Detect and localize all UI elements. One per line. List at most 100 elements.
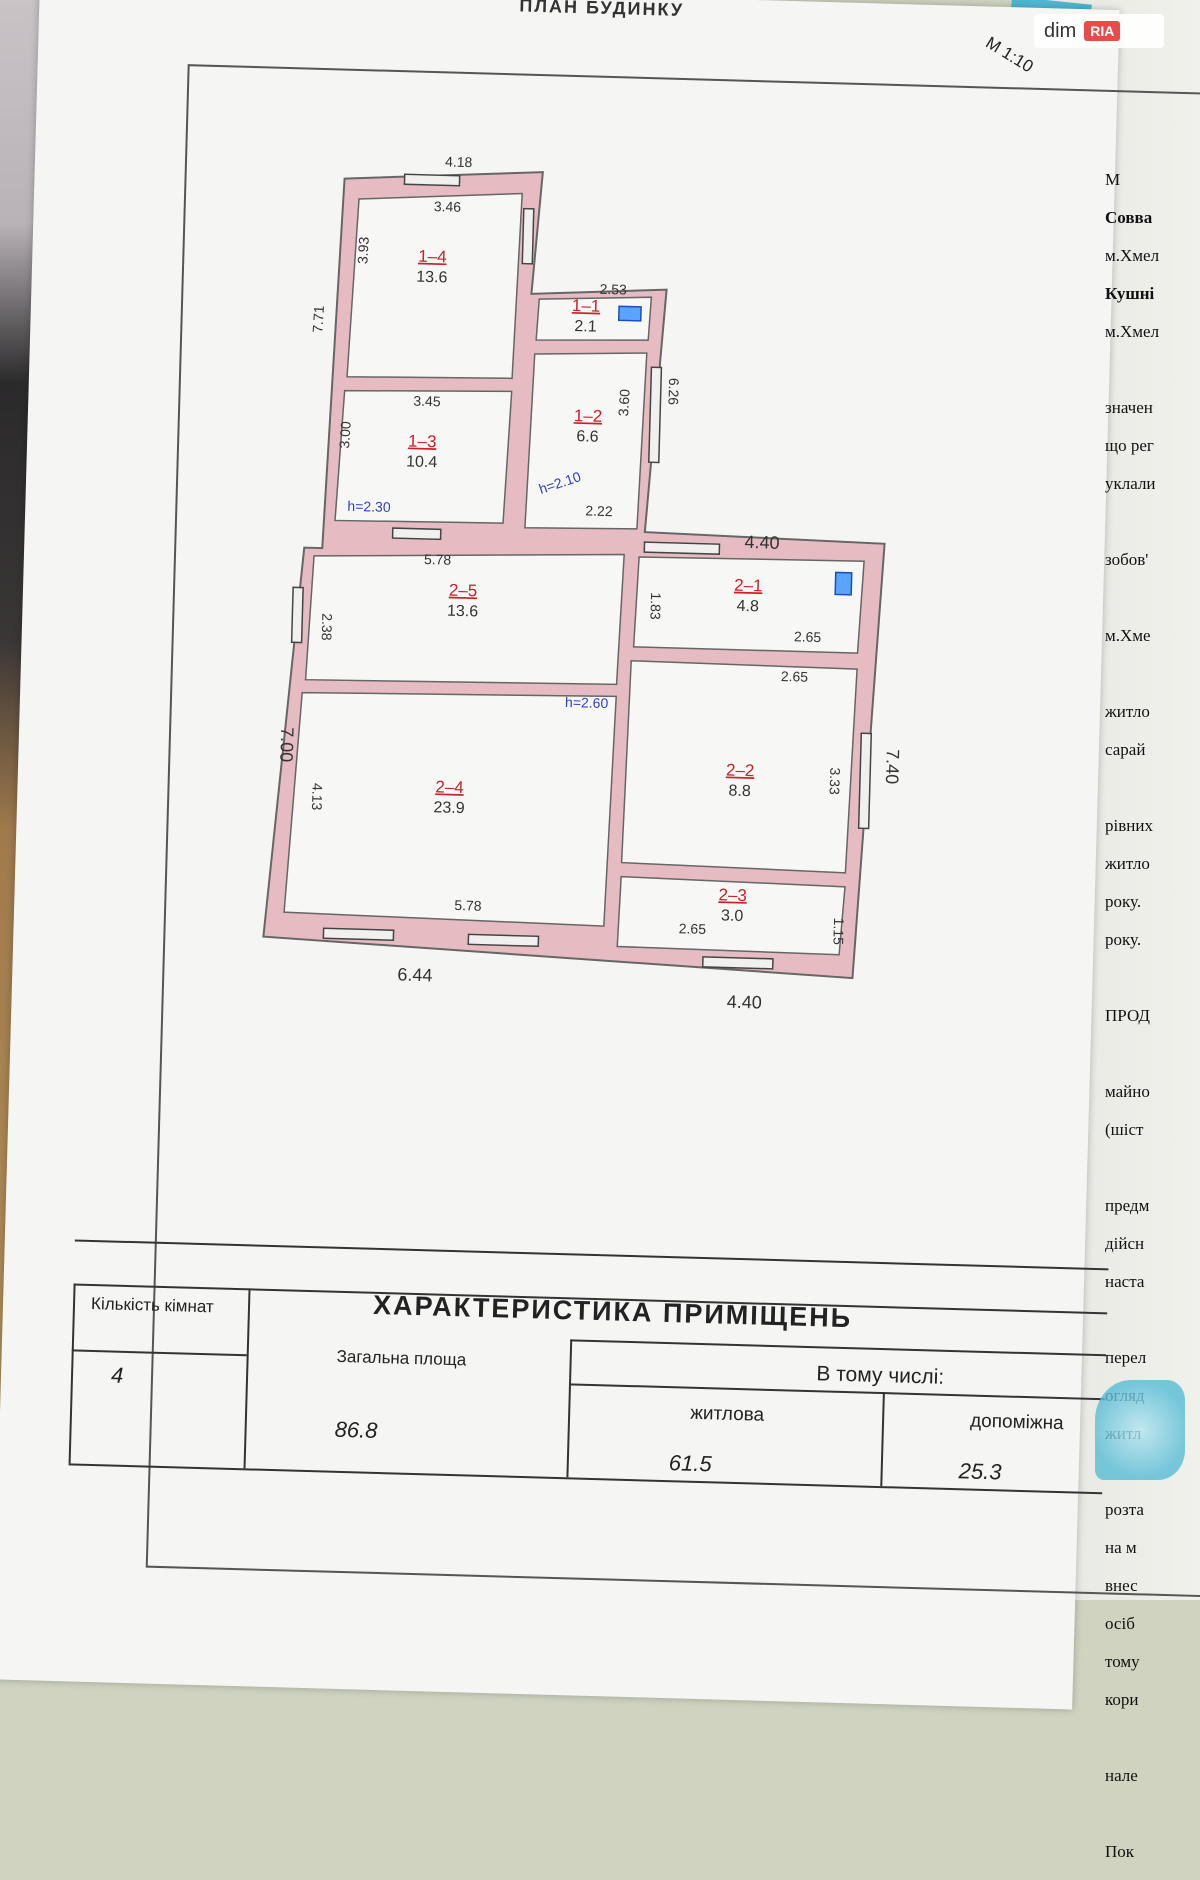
- window-bottom-right: [701, 956, 774, 970]
- room-area-label: 3.0: [721, 907, 744, 925]
- table-col-divider-3: [880, 1392, 885, 1487]
- watermark-dim-text: dim: [1044, 19, 1077, 42]
- side-document-line: осіб: [1105, 1614, 1135, 1633]
- window-bottom-left: [322, 927, 395, 942]
- stove-icon: [617, 305, 642, 322]
- room-area-label: 2.1: [574, 318, 597, 336]
- living-area-header: житлова: [689, 1402, 765, 1426]
- dimension-room22-side: 3.33: [827, 767, 844, 795]
- dimension-right-outer: 7.40: [882, 749, 903, 785]
- rooms-count-value: 4: [110, 1362, 124, 1388]
- side-document-line: [1105, 360, 1200, 398]
- room-code-label: 2–2: [726, 760, 755, 780]
- side-document-line: м.Хме: [1105, 626, 1151, 645]
- dimension-height-left: h=2.30: [347, 498, 391, 515]
- side-document-line: житло: [1105, 854, 1150, 873]
- side-document-line: уклали: [1105, 474, 1156, 493]
- room-2-1: [632, 556, 865, 654]
- side-document-line: року.: [1105, 892, 1142, 911]
- side-document-line: м.Хмел: [1105, 322, 1160, 341]
- side-document-line: рівних: [1105, 816, 1153, 835]
- room-area-label: 23.9: [433, 799, 465, 817]
- dimension-right-upper: 6.26: [665, 378, 682, 406]
- side-document-line: року.: [1105, 930, 1142, 949]
- dimension-left-upper: 7.71: [309, 305, 327, 333]
- side-document-line: Пок: [1105, 1842, 1135, 1861]
- dimension-bottom-right: 4.40: [726, 992, 762, 1013]
- room-characteristics-table: ХАРАКТЕРИСТИКА ПРИМІЩЕНЬ Кількість кімна…: [68, 1239, 1109, 1518]
- side-document-line: що рег: [1105, 436, 1154, 455]
- side-document-line: нале: [1105, 1766, 1138, 1785]
- living-area-value: 61.5: [668, 1450, 713, 1477]
- dimension-room24-side: 4.13: [309, 783, 326, 811]
- side-document-line: майно: [1105, 1082, 1150, 1101]
- room-area-label: 13.6: [447, 603, 479, 621]
- dim-ria-watermark: dim RIA: [1034, 14, 1164, 48]
- dimension-room24-width: 5.78: [454, 897, 482, 914]
- window-room-1-4-right: [521, 207, 535, 265]
- side-document-line: [1105, 512, 1200, 550]
- table-col-divider-1: [243, 1288, 251, 1469]
- side-document-line: [1105, 1728, 1200, 1766]
- side-document-line: Совва: [1105, 208, 1153, 227]
- side-document-line: Кушні: [1105, 284, 1155, 303]
- room-code-label: 1–2: [574, 406, 603, 426]
- room-code-label: 2–3: [718, 885, 747, 905]
- side-document-line: (шіст: [1105, 1120, 1144, 1139]
- auxiliary-area-header: допоміжна: [969, 1410, 1064, 1435]
- room-area-label: 8.8: [728, 783, 751, 801]
- windows: [290, 173, 873, 970]
- rooms-count-header: Кількість кімнат: [90, 1293, 214, 1317]
- room-area-label: 13.6: [416, 269, 448, 287]
- room-area-label: 4.8: [736, 598, 759, 616]
- dimension-top-outer: 4.18: [445, 153, 473, 170]
- dimension-room21-width: 2.65: [794, 628, 822, 645]
- dimension-room11-width: 2.53: [599, 281, 627, 298]
- dimension-room13-width: 3.45: [413, 393, 441, 410]
- watermark-ria-logo: RIA: [1084, 21, 1121, 41]
- room-2-4: [283, 691, 618, 927]
- side-document-line: М: [1105, 170, 1121, 189]
- side-document-line: [1105, 664, 1200, 702]
- side-document-line: [1105, 1804, 1200, 1842]
- room-2-5: [304, 553, 625, 686]
- side-document-line: тому: [1105, 1652, 1140, 1671]
- side-document-line: ПРОД: [1105, 1006, 1150, 1025]
- dimension-room23-side: 1.15: [830, 917, 847, 945]
- side-document-line: м.Хмел: [1105, 246, 1160, 265]
- side-document-line: [1105, 1310, 1200, 1348]
- table-border-bottom: [68, 1463, 1103, 1495]
- side-document-line: значен: [1105, 398, 1153, 417]
- dimension-left-outer: 7.00: [276, 727, 297, 763]
- side-document-line: сарай: [1105, 740, 1146, 759]
- table-title: ХАРАКТЕРИСТИКА ПРИМІЩЕНЬ: [372, 1289, 853, 1334]
- room-2-3: [616, 875, 846, 956]
- room-code-label: 1–1: [572, 296, 601, 316]
- side-document-line: на м: [1105, 1538, 1137, 1557]
- window-bottom-mid: [467, 933, 540, 948]
- dimension-room14-side: 3.93: [354, 236, 372, 264]
- side-document-line: перел: [1105, 1348, 1147, 1367]
- side-document-line: [1105, 1044, 1200, 1082]
- room-1-3: [334, 389, 513, 524]
- window-room-2-5-left: [290, 586, 304, 644]
- side-document-line: дійсн: [1105, 1234, 1145, 1253]
- side-document-line: [1105, 968, 1200, 1006]
- table-col-divider-2: [566, 1339, 573, 1478]
- dimension-room12-side: 3.60: [615, 388, 633, 416]
- auxiliary-area-value: 25.3: [958, 1458, 1002, 1485]
- total-area-header: Загальна площа: [336, 1346, 467, 1370]
- total-area-value: 86.8: [334, 1416, 378, 1443]
- dimension-room25-width: 5.78: [424, 551, 452, 568]
- side-document-line: [1105, 778, 1200, 816]
- including-header: В тому числі:: [816, 1362, 945, 1389]
- side-document-line: зобов': [1105, 550, 1149, 569]
- boiler-icon: [834, 571, 853, 596]
- window-room-2-1-top: [643, 541, 721, 555]
- room-area-label: 10.4: [406, 453, 438, 471]
- walls: [262, 171, 886, 980]
- room-area-label: 6.6: [576, 428, 599, 446]
- room-1-2: [524, 352, 648, 530]
- side-document-line: [1105, 588, 1200, 626]
